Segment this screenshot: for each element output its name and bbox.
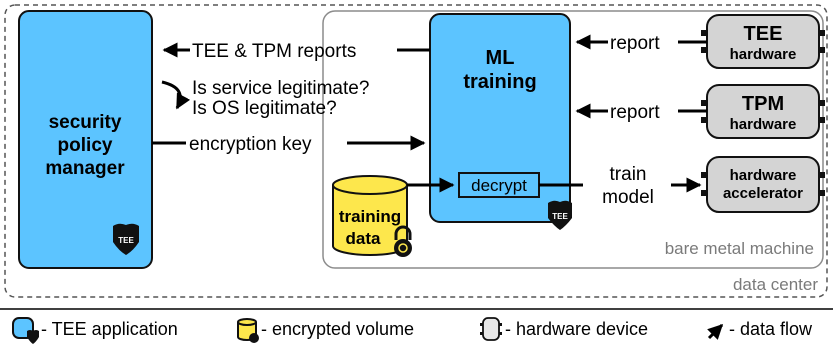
encryption-key-label: encryption key [189, 134, 312, 155]
tee-hardware [701, 14, 825, 69]
legend-tee-icon [12, 317, 39, 344]
report2-label: report [610, 102, 660, 123]
ml-training-line1: ML [486, 47, 515, 69]
tee-hardware-line2: hardware [730, 46, 797, 63]
legend-hardware-label: - hardware device [505, 319, 648, 339]
tee-badge-label: TEE [118, 236, 134, 245]
shield-icon: TEE [113, 223, 139, 255]
security-manager-line3: manager [45, 158, 125, 179]
report1-label: report [610, 33, 660, 54]
ml-training [429, 13, 571, 223]
shield-icon: TEE [548, 200, 572, 230]
tee-badge-label: TEE [552, 212, 568, 221]
bare-metal-container [322, 10, 824, 269]
bare-metal-label: bare metal machine [665, 239, 814, 258]
reports-label: TEE & TPM reports [192, 41, 356, 62]
data-center-container [4, 4, 828, 298]
legend-volume-label: - encrypted volume [261, 319, 414, 339]
accelerator-line2: accelerator [723, 185, 803, 202]
tpm-hardware-line2: hardware [730, 116, 797, 133]
tpm-hardware-line1: TPM [742, 93, 784, 115]
data-center-label: data center [733, 275, 818, 294]
legend-volume-icon [237, 318, 259, 343]
legend-arrow-icon [707, 323, 724, 340]
padlock-icon [394, 225, 412, 257]
security-manager-line1: security [49, 112, 122, 133]
question-os: Is OS legitimate? [192, 98, 337, 119]
ml-training-line2: training [463, 71, 536, 93]
train-label-line1: train [610, 164, 647, 185]
train-label-line2: model [602, 187, 654, 208]
legend-tee-label: - TEE application [41, 319, 178, 339]
training-data-volume [332, 175, 408, 256]
question-service: Is service legitimate? [192, 78, 369, 99]
tee-hardware-line1: TEE [744, 23, 783, 45]
accelerator-line1: hardware [730, 167, 797, 184]
decrypt-label: decrypt [471, 176, 527, 195]
training-data-line2: data [346, 229, 382, 248]
security-policy-manager [18, 10, 153, 269]
check-curve-arrow [161, 80, 191, 110]
legend-hardware-icon [480, 317, 502, 341]
security-manager-line2: policy [58, 135, 113, 156]
legend-dataflow-label: - data flow [729, 319, 813, 339]
hardware-accelerator [701, 156, 825, 213]
training-data-line1: training [339, 207, 401, 226]
